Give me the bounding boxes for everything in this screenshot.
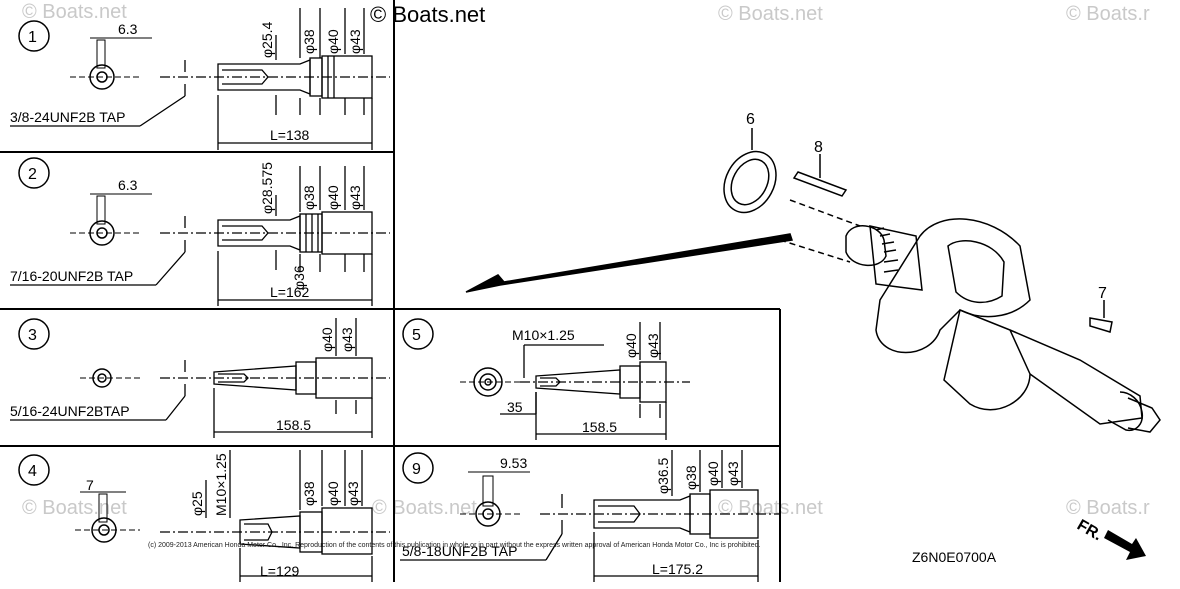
panel-number-circle (18, 318, 50, 350)
panel-frame (0, 0, 781, 582)
panel-4: 4 7 L=129 φ25 M10×1.25 φ38 φ40 φ43 (18, 450, 390, 582)
keyway-dim: 7 (86, 477, 94, 493)
watermark: © Boats.net (718, 3, 823, 25)
diameter-dim: φ43 (645, 333, 661, 358)
panel-number: 3 (28, 327, 37, 344)
diameter-dim: φ43 (345, 481, 361, 506)
diameter-dim: φ40 (319, 327, 335, 352)
watermark: © Boats.net (718, 497, 823, 519)
fr-label: FR. (1074, 517, 1105, 545)
part-callout-8: 8 (814, 139, 823, 156)
diameter-dim: φ36 (291, 265, 307, 290)
panel-number: 2 (28, 166, 37, 183)
panel-number: 4 (28, 463, 37, 480)
panel-5: 5 M10×1.25 35 158.5 φ40 φ43 (402, 318, 690, 440)
panel-number-circle (402, 318, 434, 350)
fr-arrow-icon (1104, 530, 1146, 560)
length-dim: L=129 (260, 563, 300, 579)
keyway-dim: 6.3 (118, 177, 138, 193)
thread-dim: M10×1.25 (213, 453, 229, 516)
tap-spec: 3/8-24UNF2B TAP (10, 109, 125, 125)
diameter-dim: φ40 (325, 481, 341, 506)
diameter-dim: φ38 (301, 481, 317, 506)
length-dim: 158.5 (582, 419, 617, 435)
diameter-dim: φ40 (705, 461, 721, 486)
brand-logo-text: © Boats.net (370, 2, 485, 27)
diameter-dim: φ25.4 (259, 21, 275, 58)
watermark: © Boats.net (372, 497, 477, 519)
panel-number-circle (18, 454, 50, 486)
thread-spec: M10×1.25 (512, 327, 575, 343)
tap-spec: 5/8-18UNF2B TAP (402, 543, 517, 559)
panel-number: 9 (412, 461, 421, 478)
tap-spec: 7/16-20UNF2B TAP (10, 268, 133, 284)
diameter-dim: φ25 (189, 491, 205, 516)
panel-2: 2 6.3 (10, 157, 390, 306)
watermark: © Boats.r (1066, 497, 1150, 519)
diameter-dim: φ40 (623, 333, 639, 358)
diameter-dim: φ38 (301, 29, 317, 54)
diameter-dim: φ43 (347, 29, 363, 54)
panel-number-circle (18, 157, 50, 189)
front-direction-indicator: FR. (1074, 517, 1146, 560)
copyright-notice: (c) 2009-2013 American Honda Motor Co., … (148, 542, 760, 549)
watermark: © Boats.r (1066, 3, 1150, 25)
keyway-dim: 6.3 (118, 21, 138, 37)
panel-1: 1 6.3 (10, 8, 390, 150)
panel-number-circle (402, 452, 434, 484)
length-dim: L=138 (270, 127, 310, 143)
length-dim: L=162 (270, 284, 310, 300)
diameter-dim: φ43 (347, 185, 363, 210)
diameter-dim: φ43 (725, 461, 741, 486)
part-callout-7: 7 (1098, 285, 1107, 302)
watermark: © Boats.net (22, 1, 127, 23)
diameter-dim: φ36.5 (655, 457, 671, 494)
diameter-dim: φ38 (301, 185, 317, 210)
diameter-dim: φ43 (339, 327, 355, 352)
keyway-dim: 9.53 (500, 455, 527, 471)
panel-number: 1 (28, 29, 37, 46)
tap-spec: 5/16-24UNF2BTAP (10, 403, 130, 419)
panel-9: 9 9.53 5/8-18UNF2B TAP L=175.2 φ36.5 (400, 450, 780, 582)
diameter-dim: φ38 (683, 465, 699, 490)
panel-number: 5 (412, 327, 421, 344)
crankshaft-illustration (465, 128, 1161, 433)
panel-3: 3 5/16-24UNF2BTAP 158.5 φ40 φ43 (10, 318, 390, 438)
watermark: © Boats.net (22, 497, 127, 519)
part-callout-6: 6 (746, 111, 755, 128)
panel-number-circle (18, 20, 50, 52)
depth-dim: 35 (507, 399, 523, 415)
diameter-dim: φ40 (325, 29, 341, 54)
length-dim: 158.5 (276, 417, 311, 433)
diameter-dim: φ28.575 (259, 162, 275, 214)
diameter-dim: φ40 (325, 185, 341, 210)
diagram-code: Z6N0E0700A (912, 549, 997, 565)
length-dim: L=175.2 (652, 561, 703, 577)
pointer-arrow (465, 233, 793, 293)
